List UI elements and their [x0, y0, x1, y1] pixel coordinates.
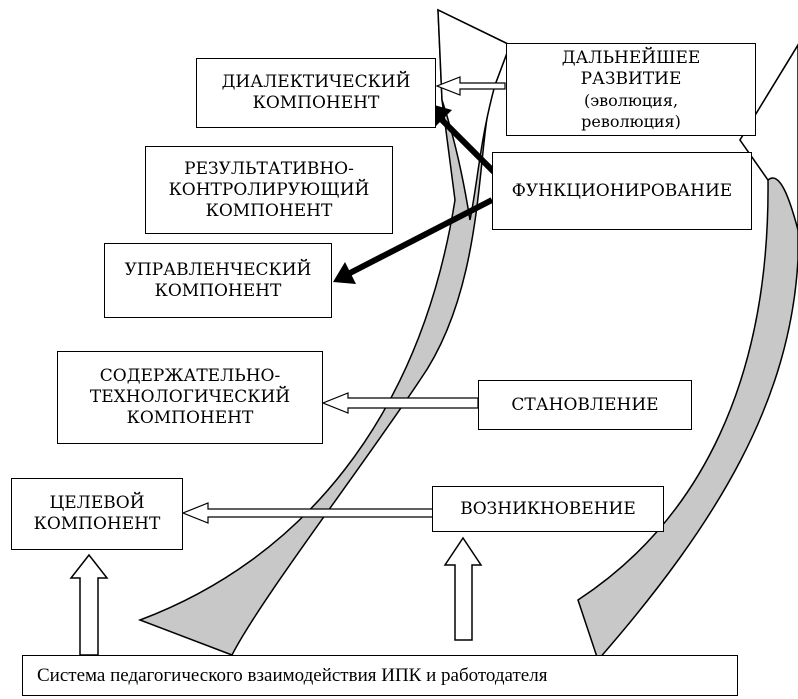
- system-interaction-box: Система педагогического взаимодействия И…: [22, 655, 738, 696]
- left-swoosh-upper: [437, 8, 511, 221]
- managerial-component-box: УПРАВЛЕНЧЕСКИЙ КОМПОНЕНТ: [104, 243, 332, 318]
- dialectic-component-box: ДИАЛЕКТИЧЕСКИЙ КОМПОНЕНТ: [196, 58, 436, 128]
- managerial-component-label: УПРАВЛЕНЧЕСКИЙ КОМПОНЕНТ: [124, 259, 312, 301]
- result-control-component-label: РЕЗУЛЬТАТИВНО- КОНТРОЛИРУЮЩИЙ КОМПОНЕНТ: [168, 158, 370, 221]
- functioning-box: ФУНКЦИОНИРОВАНИЕ: [492, 152, 752, 230]
- hollow-arrow-formation-to-content: [321, 392, 479, 414]
- formation-label: СТАНОВЛЕНИЕ: [511, 394, 659, 415]
- content-technological-component-box: СОДЕРЖАТЕЛЬНО- ТЕХНОЛОГИЧЕСКИЙ КОМПОНЕНТ: [57, 351, 323, 444]
- further-development-box: ДАЛЬНЕЙШЕЕ РАЗВИТИЕ (эволюция, революция…: [506, 43, 756, 136]
- target-component-box: ЦЕЛЕВОЙ КОМПОНЕНТ: [11, 478, 183, 550]
- functioning-label: ФУНКЦИОНИРОВАНИЕ: [511, 180, 733, 201]
- hollow-arrow-emergence-to-target: [181, 502, 434, 524]
- hollow-up-arrow-left: [69, 553, 109, 656]
- emergence-box: ВОЗНИКНОВЕНИЕ: [432, 486, 664, 532]
- emergence-label: ВОЗНИКНОВЕНИЕ: [460, 498, 636, 519]
- further-development-note: (эволюция, революция): [581, 90, 681, 131]
- result-control-component-box: РЕЗУЛЬТАТИВНО- КОНТРОЛИРУЮЩИЙ КОМПОНЕНТ: [145, 146, 393, 234]
- bold-arrow-to-managerial-shaft: [348, 197, 494, 276]
- formation-box: СТАНОВЛЕНИЕ: [478, 380, 692, 430]
- content-technological-component-label: СОДЕРЖАТЕЛЬНО- ТЕХНОЛОГИЧЕСКИЙ КОМПОНЕНТ: [89, 366, 291, 428]
- hollow-up-arrow-right: [443, 536, 483, 641]
- system-interaction-label: Система педагогического взаимодействия И…: [37, 665, 548, 686]
- bold-arrow-to-dialectic-shaft: [437, 115, 503, 181]
- target-component-label: ЦЕЛЕВОЙ КОМПОНЕНТ: [33, 493, 161, 534]
- bold-arrow-to-managerial-head: [333, 262, 356, 284]
- further-development-label: ДАЛЬНЕЙШЕЕ РАЗВИТИЕ: [561, 47, 701, 89]
- hollow-arrow-further-to-dialectic: [435, 76, 506, 96]
- dialectic-component-label: ДИАЛЕКТИЧЕСКИЙ КОМПОНЕНТ: [221, 72, 411, 113]
